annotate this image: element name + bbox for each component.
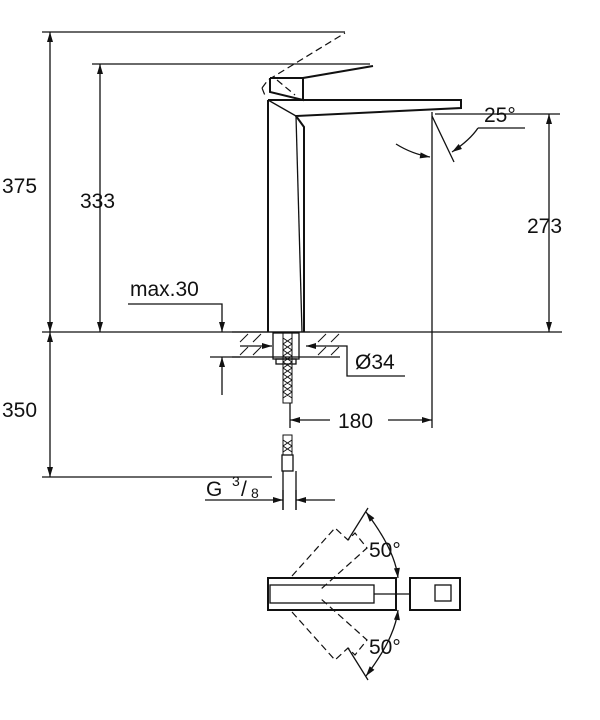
dim-hole-diameter: Ø34 — [355, 351, 395, 374]
dimension-lines — [47, 32, 552, 510]
dim-swivel-right: 50° — [369, 636, 401, 659]
faucet-top-view — [267, 507, 461, 681]
thread-numerator: 3 — [232, 473, 240, 489]
thread-slash: / — [241, 478, 247, 501]
dim-spout-height: 273 — [527, 215, 562, 238]
dim-max-deck-thickness: max.30 — [130, 278, 199, 301]
thread-g: G — [206, 478, 222, 501]
dim-spout-height-lever: 333 — [80, 190, 115, 213]
dim-swivel-left: 50° — [369, 539, 401, 562]
dim-hose-length: 350 — [2, 399, 37, 422]
faucet-side-view — [232, 32, 462, 510]
thread-denominator: 8 — [251, 485, 259, 501]
dim-projection: 180 — [338, 410, 373, 433]
dim-connection-thread: G 3 / 8 — [206, 473, 259, 501]
dim-spout-angle: 25° — [484, 104, 516, 127]
dim-total-height: 375 — [2, 175, 37, 198]
